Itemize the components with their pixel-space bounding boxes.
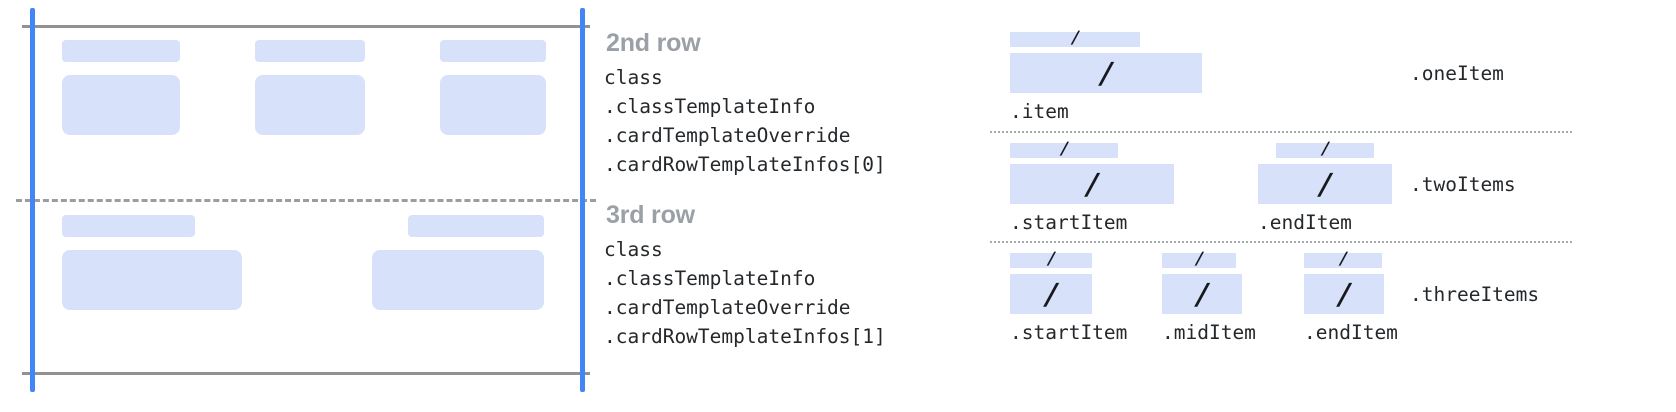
item-slot: / / .endItem	[1258, 139, 1392, 234]
annotation-code-line: class	[604, 238, 663, 261]
variant-group-label: .twoItems	[1410, 173, 1516, 196]
item-body-box: /	[1010, 164, 1174, 204]
item-slot: / / .item	[1010, 28, 1202, 123]
slash-icon: /	[1045, 249, 1057, 269]
right-margin-guide	[580, 8, 585, 392]
item-body-box: /	[1258, 164, 1392, 204]
column-header-bar	[62, 40, 180, 62]
column-body-box	[372, 250, 544, 310]
item-body-box: /	[1162, 274, 1242, 314]
slash-icon: /	[1096, 55, 1116, 90]
annotation-code-line: .cardRowTemplateInfos[0]	[604, 153, 886, 176]
column-header-bar	[62, 215, 195, 237]
slash-icon: /	[1319, 139, 1331, 159]
column-header-bar	[255, 40, 365, 62]
item-header-bar: /	[1276, 139, 1374, 159]
column-body-box	[255, 75, 365, 135]
annotation-code-line: .cardTemplateOverride	[604, 124, 851, 147]
annotation-column: 2nd row class .classTemplateInfo .cardTe…	[604, 0, 974, 412]
slash-icon: /	[1082, 166, 1102, 201]
item-header-bar: /	[1304, 249, 1382, 269]
annotation-block-1: 3rd row class .classTemplateInfo .cardTe…	[604, 200, 886, 351]
annotation-code-line: .classTemplateInfo	[604, 267, 816, 290]
item-label: .startItem	[1010, 211, 1128, 234]
annotation-heading: 2nd row	[606, 29, 701, 57]
item-label: .startItem	[1010, 321, 1128, 344]
slash-icon: /	[1337, 249, 1349, 269]
annotation-code-line: .cardRowTemplateInfos[1]	[604, 325, 886, 348]
panel-top-rule	[22, 25, 590, 28]
item-slot: / / .startItem	[1010, 139, 1174, 234]
item-label: .midItem	[1162, 321, 1256, 344]
item-body-box: /	[1010, 53, 1202, 93]
column-body-box	[62, 250, 242, 310]
item-body-box: /	[1010, 274, 1092, 314]
item-label: .endItem	[1258, 211, 1352, 234]
slash-icon: /	[1041, 276, 1061, 311]
column-header-bar	[440, 40, 546, 62]
item-header-bar: /	[1010, 28, 1140, 48]
card-row-0-column-0	[62, 40, 180, 135]
item-body-box: /	[1304, 274, 1384, 314]
annotation-code-line: .classTemplateInfo	[604, 95, 816, 118]
column-header-bar	[408, 215, 544, 237]
item-slot: / / .endItem	[1304, 249, 1398, 344]
variant-group-label: .threeItems	[1410, 283, 1540, 306]
card-layout-panel	[0, 0, 600, 412]
annotation-block-0: 2nd row class .classTemplateInfo .cardTe…	[604, 28, 886, 179]
slash-icon: /	[1058, 139, 1070, 159]
item-header-bar: /	[1010, 139, 1118, 159]
annotation-heading: 3rd row	[606, 201, 695, 229]
card-row-1	[0, 215, 600, 365]
item-label: .item	[1010, 100, 1069, 123]
item-label: .endItem	[1304, 321, 1398, 344]
variant-one-item: / / .item .oneItem	[976, 22, 1676, 132]
slash-icon: /	[1192, 276, 1212, 311]
variant-divider	[990, 131, 1572, 133]
item-slot: / / .midItem	[1162, 249, 1256, 344]
slash-icon: /	[1193, 249, 1205, 269]
item-header-bar: /	[1010, 249, 1092, 269]
variant-three-items: / / .startItem / / .midItem /	[976, 243, 1676, 353]
card-row-0	[0, 40, 600, 190]
card-row-1-column-1	[372, 215, 544, 310]
column-body-box	[62, 75, 180, 135]
column-body-box	[440, 75, 546, 135]
panel-row-divider	[16, 199, 596, 202]
card-row-0-column-1	[255, 40, 365, 135]
card-row-0-column-2	[440, 40, 546, 135]
item-header-bar: /	[1162, 249, 1236, 269]
variant-divider	[990, 241, 1572, 243]
card-row-1-column-0	[62, 215, 242, 310]
variant-group-label: .oneItem	[1410, 62, 1504, 85]
panel-bottom-rule	[22, 372, 590, 375]
item-slot: / / .startItem	[1010, 249, 1128, 344]
slash-icon: /	[1315, 166, 1335, 201]
variant-two-items: / / .startItem / / .endItem .twoItems	[976, 133, 1676, 243]
item-variants-panel: / / .item .oneItem / / .startItem	[976, 0, 1676, 412]
left-margin-guide	[30, 8, 35, 392]
annotation-code-line: class	[604, 66, 663, 89]
slash-icon: /	[1334, 276, 1354, 311]
annotation-code-line: .cardTemplateOverride	[604, 296, 851, 319]
slash-icon: /	[1069, 28, 1081, 48]
